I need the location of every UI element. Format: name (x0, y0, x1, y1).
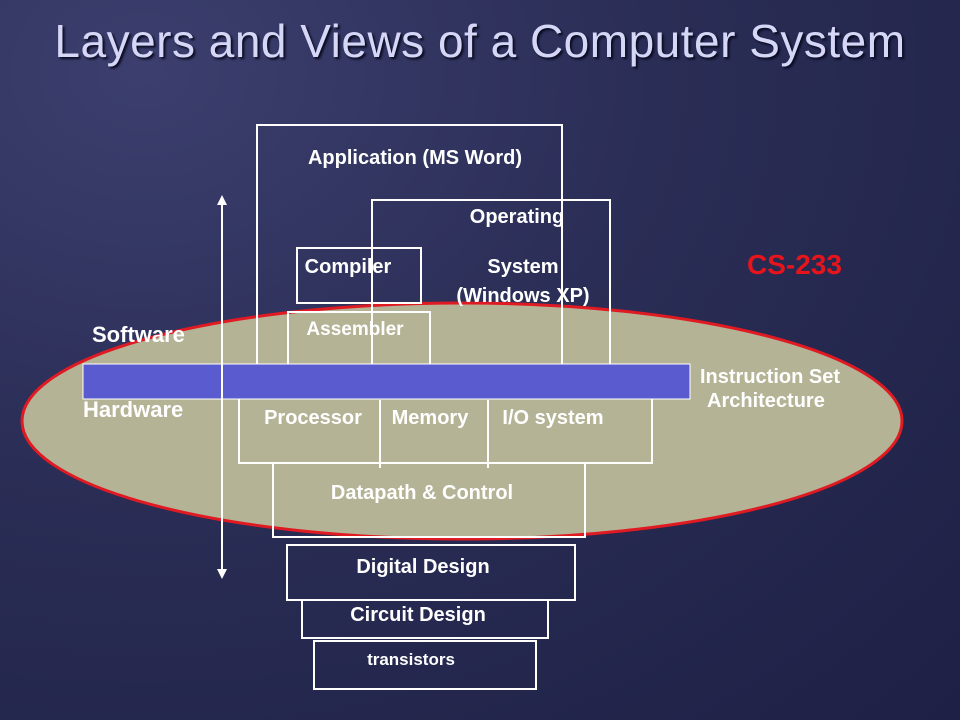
hardware-label: Hardware (83, 397, 183, 422)
compiler-box (296, 247, 422, 304)
os-label-line2: System (487, 256, 558, 278)
io-system-label: I/O system (502, 407, 603, 429)
compiler-label: Compiler (305, 256, 392, 278)
assembler-label: Assembler (306, 319, 404, 340)
course-label: CS-233 (747, 249, 842, 280)
memory-label: Memory (392, 407, 470, 429)
os-box (371, 199, 611, 365)
os-label-line1: Operating (470, 206, 564, 228)
circuit-design-label: Circuit Design (350, 604, 486, 626)
processor-label: Processor (264, 407, 362, 429)
isa-label-line1: Instruction Set (700, 366, 840, 388)
datapath-label: Datapath & Control (331, 482, 513, 504)
application-box (256, 124, 563, 365)
isa-label-line2: Architecture (707, 390, 825, 412)
os-label-line3: (Windows XP) (456, 285, 589, 307)
slide-title: Layers and Views of a Computer System (54, 15, 906, 67)
digital-design-label: Digital Design (356, 556, 489, 578)
hardware-units-box (238, 398, 653, 464)
isa-ellipse (20, 301, 904, 541)
isa-bar (82, 363, 691, 400)
application-label: Application (MS Word) (308, 147, 522, 169)
software-label: Software (92, 322, 185, 347)
transistors-box (313, 640, 537, 690)
datapath-box (272, 463, 586, 538)
circuit-design-box (301, 599, 549, 639)
transistors-label: transistors (367, 650, 455, 669)
